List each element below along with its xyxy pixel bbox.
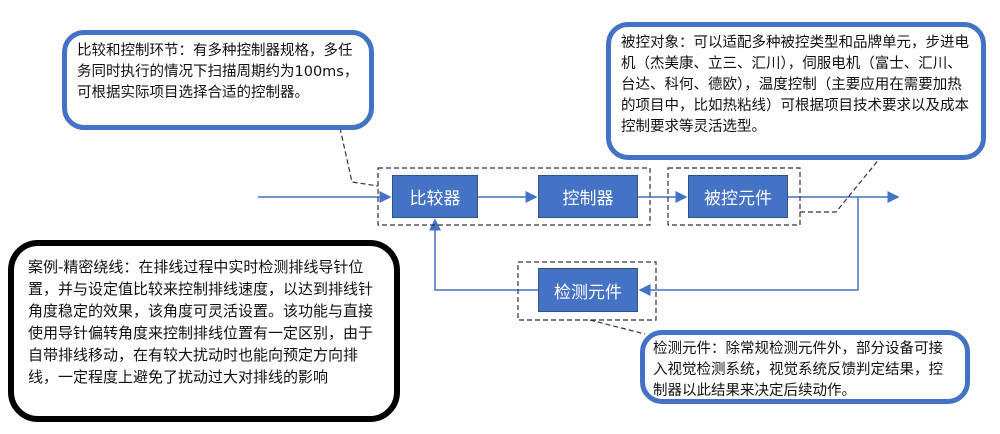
detection-element-block: 检测元件 <box>538 268 638 312</box>
compare-control-group <box>377 167 651 226</box>
controlled-element-block: 被控元件 <box>688 175 788 218</box>
detection-group <box>517 261 657 321</box>
compare-control-note: 比较和控制环节：有多种控制器规格，多任务同时执行的情况下扫描周期约为100ms，… <box>62 30 374 130</box>
feedback-to-comparator <box>429 218 538 291</box>
detection-note: 检测元件：除常规检测元件外，部分设备可接入视觉检测系统，视觉系统反馈判定结果，控… <box>640 330 970 404</box>
controlled-group <box>667 167 801 226</box>
comparator-block: 比较器 <box>392 175 478 218</box>
feedback-line <box>638 197 859 296</box>
controlled-object-note: 被控对象：可以适配多种被控类型和品牌单元，步进电机（杰美康、立三、汇川），伺服电… <box>606 22 986 160</box>
case-study-note: 案例-精密绕线：在排线过程中实时检测排线导针位置，并与设定值比较来控制排线速度，… <box>8 240 400 422</box>
controller-block: 控制器 <box>538 175 638 218</box>
